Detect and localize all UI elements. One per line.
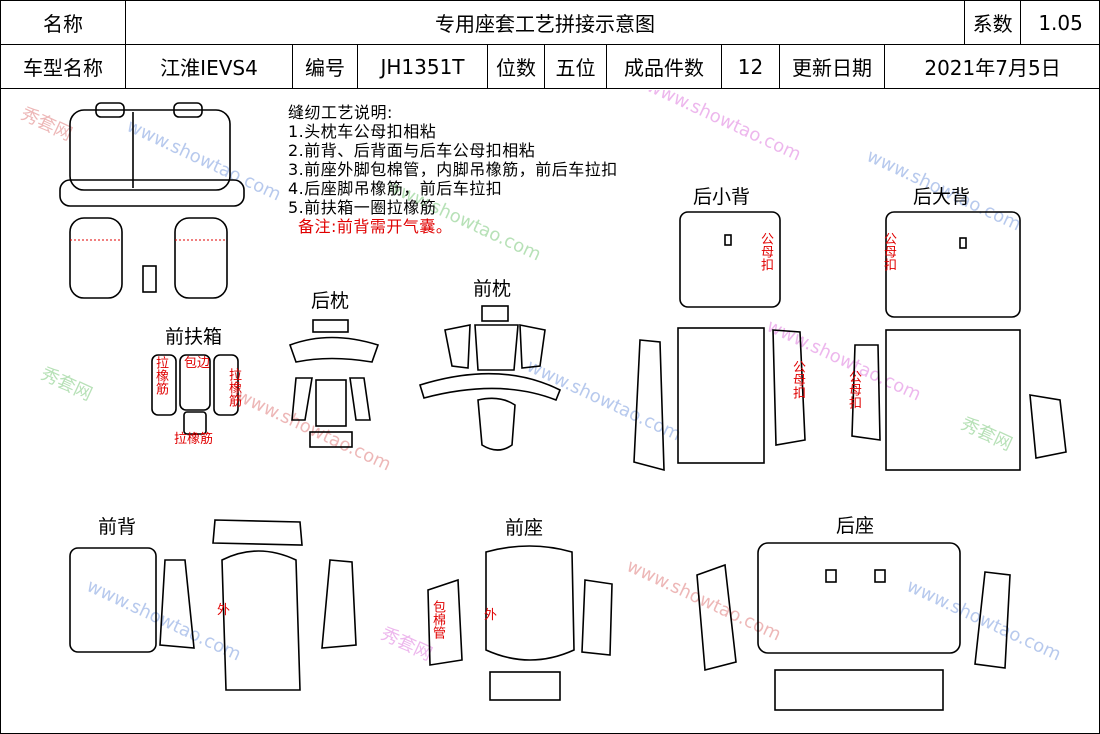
- part-label-front-back: 前背: [98, 516, 137, 538]
- notes-remark: 备注:前背需开气囊。: [298, 217, 453, 236]
- front-armrest-pieces: [151, 354, 239, 435]
- notes-title: 缝纫工艺说明:: [288, 103, 393, 122]
- seat-overview-diagram: [59, 102, 245, 299]
- note-item: 4.后座脚吊橡筋，前后车拉扣: [288, 179, 503, 198]
- part-label-front-seat: 前座: [505, 517, 544, 539]
- document-title: 专用座套工艺拼接示意图: [124, 0, 966, 45]
- note-item: 3.前座外脚包棉管，内脚吊橡筋，前后车拉扣: [288, 160, 618, 179]
- sewing-notes: 缝纫工艺说明: 1.头枕车公母扣相粘 2.前背、后背面与后车公母扣相粘 3.前座…: [288, 103, 618, 236]
- part-label-front-armrest: 前扶箱: [165, 326, 223, 348]
- note-item: 1.头枕车公母扣相粘: [288, 122, 437, 141]
- part-label-rear-big-back: 后大背: [913, 186, 971, 208]
- part-label-rear-headrest: 后枕: [311, 290, 350, 312]
- rear-headrest-pieces: [288, 319, 380, 448]
- annotation-elastic: 拉橡筋: [226, 368, 241, 407]
- front-seat-pieces: [427, 545, 613, 701]
- coef-value: 1.05: [1020, 0, 1100, 45]
- annotation-outer: 外: [484, 608, 498, 623]
- date-value: 2021年7月5日: [883, 44, 1100, 89]
- pieces-label: 成品件数: [606, 44, 722, 89]
- code-value: JH1351T: [357, 44, 488, 89]
- part-label-front-headrest: 前枕: [473, 278, 512, 300]
- header-table: 名称 专用座套工艺拼接示意图 系数 1.05 车型名称 江淮IEVS4 编号 J…: [0, 0, 1100, 89]
- seats-label: 位数: [487, 44, 545, 89]
- code-label: 编号: [292, 44, 358, 89]
- annotation-elastic: 拉橡筋: [174, 432, 214, 447]
- front-back-pieces: [69, 519, 357, 691]
- annotation-elastic: 拉橡筋: [153, 356, 168, 395]
- annotation-cotton-tube: 包棉管: [430, 600, 445, 639]
- seats-value: 五位: [544, 44, 607, 89]
- part-label-rear-seat: 后座: [836, 515, 875, 537]
- annotation-snap: 公母扣: [846, 370, 861, 409]
- rear-big-back-pieces: [851, 211, 1067, 471]
- annotation-snap: 公母扣: [881, 232, 896, 271]
- annotation-snap: 公母扣: [790, 360, 805, 399]
- pieces-value: 12: [721, 44, 780, 89]
- rear-seat-pieces: [696, 542, 1011, 711]
- annotation-wrap: 包边: [184, 356, 211, 371]
- model-value: 江淮IEVS4: [125, 44, 293, 89]
- annotation-outer: 外: [217, 603, 231, 618]
- note-item: 2.前背、后背面与后车公母扣相粘: [288, 141, 536, 160]
- rear-small-back-pieces: [633, 211, 806, 472]
- part-label-rear-small-back: 后小背: [693, 186, 751, 208]
- note-item: 5.前扶箱一圈拉橡筋: [288, 198, 437, 217]
- annotation-snap: 公母扣: [758, 232, 773, 271]
- date-label: 更新日期: [779, 44, 885, 89]
- model-label: 车型名称: [0, 44, 126, 89]
- front-headrest-pieces: [419, 305, 562, 451]
